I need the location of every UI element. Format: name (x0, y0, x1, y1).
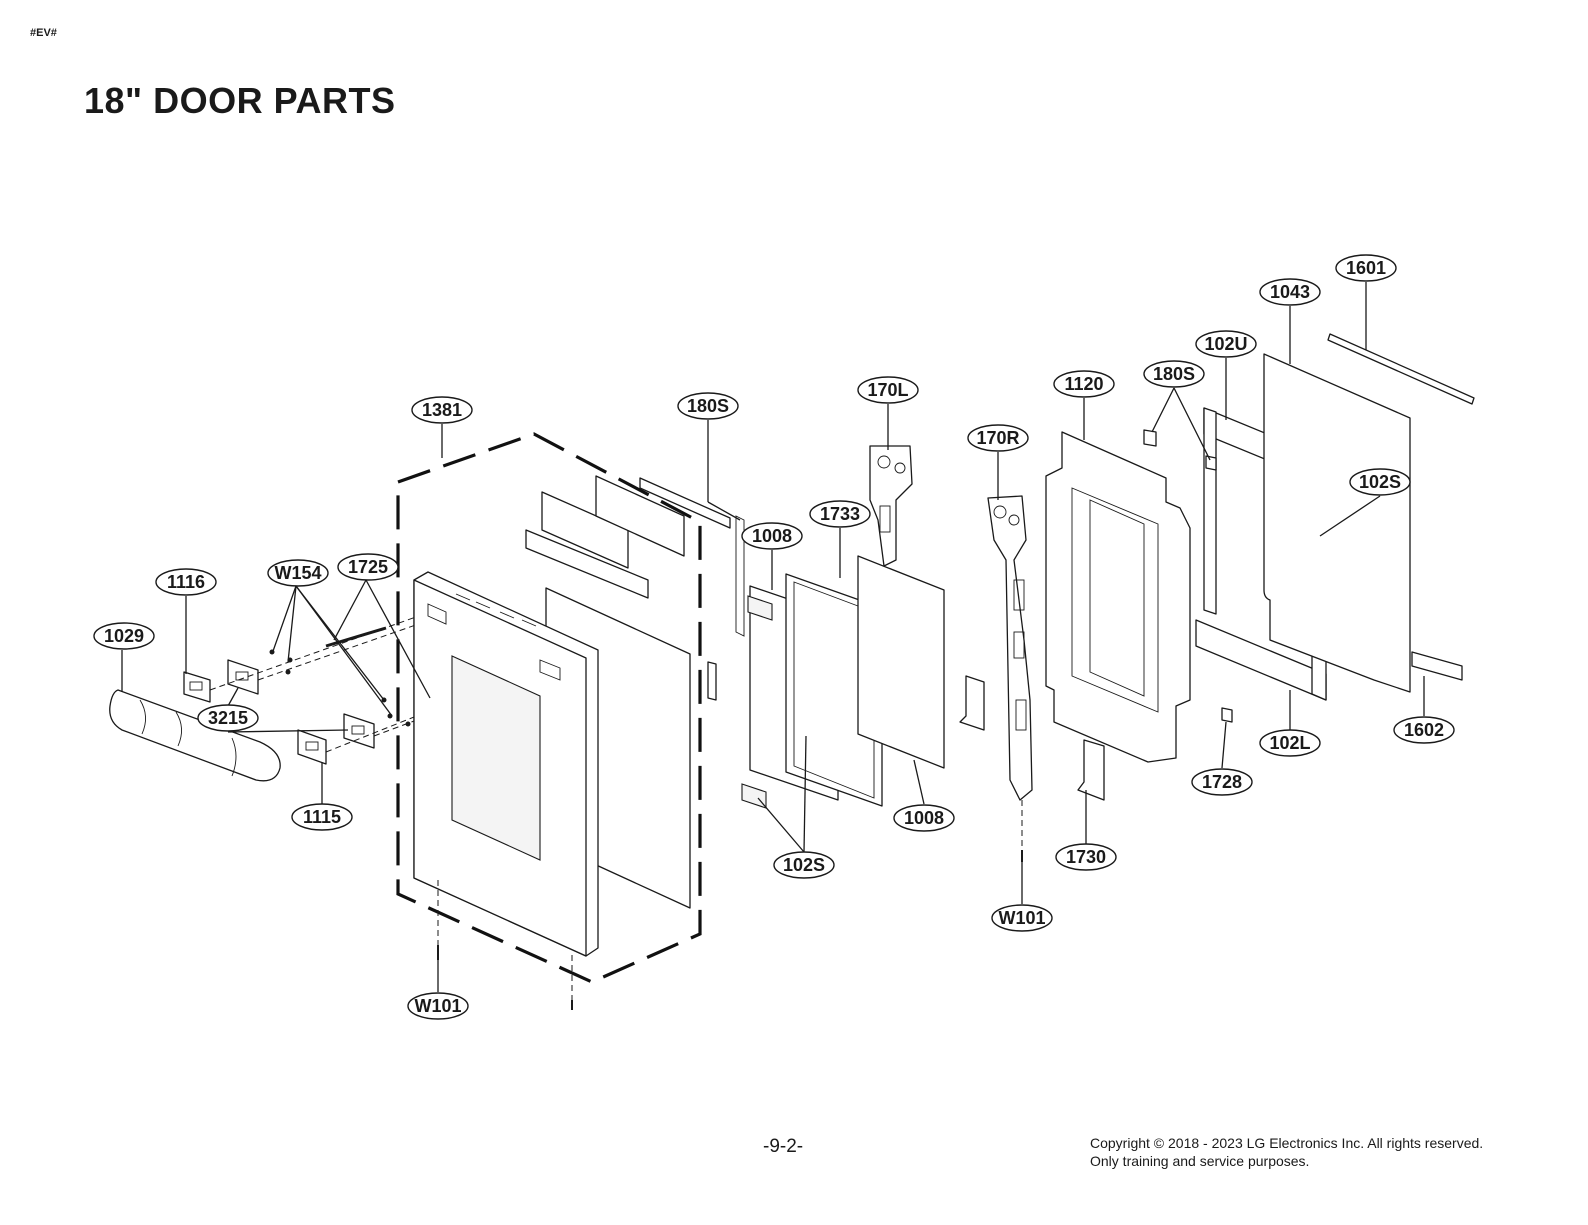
handle-bracket-lower (297, 713, 375, 765)
inner-door-liner (1045, 431, 1191, 763)
callout-170R: 170R (967, 424, 1029, 452)
svg-text:102L: 102L (1269, 733, 1310, 753)
callout-1725: 1725 (337, 553, 399, 581)
copyright-line-2: Only training and service purposes. (1090, 1153, 1310, 1169)
door-handle (109, 689, 281, 782)
callout-1728: 1728 (1191, 768, 1253, 796)
svg-text:1601: 1601 (1346, 258, 1386, 278)
svg-text:W101: W101 (414, 996, 461, 1016)
callout-102L: 102L (1259, 729, 1321, 757)
svg-text:170R: 170R (976, 428, 1019, 448)
svg-text:1116: 1116 (167, 572, 205, 592)
hinge-bracket-small (959, 675, 985, 731)
callout-1602: 1602 (1393, 716, 1455, 744)
glass-panel-rear (857, 555, 945, 769)
inner-trim-strips (525, 475, 731, 701)
callout-1120: 1120 (1053, 370, 1115, 398)
svg-text:W101: W101 (998, 908, 1045, 928)
svg-text:1381: 1381 (422, 400, 462, 420)
hinge-left (869, 445, 913, 567)
page-number: -9-2- (763, 1136, 804, 1157)
svg-text:1730: 1730 (1066, 847, 1106, 867)
door-back-cover (1263, 353, 1411, 693)
callout-1601: 1601 (1335, 254, 1397, 282)
svg-text:1029: 1029 (104, 626, 144, 646)
svg-text:W154: W154 (274, 563, 321, 583)
svg-text:170L: 170L (867, 380, 908, 400)
callout-1116: 1116 (155, 568, 217, 596)
liner-bracket (1077, 739, 1105, 801)
callout-102S-right: 102S (1349, 468, 1411, 496)
svg-text:180S: 180S (1153, 364, 1195, 384)
svg-text:102S: 102S (1359, 472, 1401, 492)
copyright-notice: Copyright © 2018 - 2023 LG Electronics I… (1090, 1134, 1483, 1170)
top-vent-bar (1327, 333, 1475, 405)
callout-102S-bottom: 102S (773, 851, 835, 879)
svg-text:1120: 1120 (1064, 374, 1103, 394)
callout-1733: 1733 (809, 500, 871, 528)
callout-1029: 1029 (93, 622, 155, 650)
leader-lines (121, 282, 1425, 992)
svg-text:3215: 3215 (208, 708, 248, 728)
callout-180S-left: 180S (677, 392, 739, 420)
callout-180S-right: 180S (1143, 360, 1205, 388)
svg-text:1602: 1602 (1404, 720, 1444, 740)
svg-text:102U: 102U (1204, 334, 1247, 354)
svg-text:1728: 1728 (1202, 772, 1242, 792)
svg-text:1733: 1733 (820, 504, 860, 524)
callout-1381: 1381 (411, 396, 473, 424)
svg-text:1008: 1008 (752, 526, 792, 546)
callout-170L: 170L (857, 376, 919, 404)
svg-text:102S: 102S (783, 855, 825, 875)
callout-1730: 1730 (1055, 843, 1117, 871)
callout-3215: 3215 (197, 704, 259, 732)
callout-1008-top: 1008 (741, 522, 803, 550)
svg-text:1725: 1725 (348, 557, 388, 577)
handle-bracket-upper (183, 659, 259, 703)
callout-1043: 1043 (1259, 278, 1321, 306)
callout-W101-left: W101 (407, 992, 469, 1020)
callout-102U: 102U (1195, 330, 1257, 358)
hinge-right (987, 495, 1033, 862)
callout-1115: 1115 (291, 803, 353, 831)
bottom-rail (1411, 651, 1463, 681)
page-title: 18" DOOR PARTS (84, 80, 396, 121)
copyright-line-1: Copyright © 2018 - 2023 LG Electronics I… (1090, 1135, 1484, 1151)
door-front-panel (396, 432, 702, 1010)
callout-W154: W154 (267, 559, 329, 587)
svg-text:180S: 180S (687, 396, 729, 416)
callout-1008-bottom: 1008 (893, 804, 955, 832)
svg-text:1115: 1115 (303, 807, 341, 827)
svg-text:1043: 1043 (1270, 282, 1310, 302)
svg-text:1008: 1008 (904, 808, 944, 828)
document-tag: #EV# (30, 27, 57, 39)
callout-W101-right: W101 (991, 904, 1053, 932)
